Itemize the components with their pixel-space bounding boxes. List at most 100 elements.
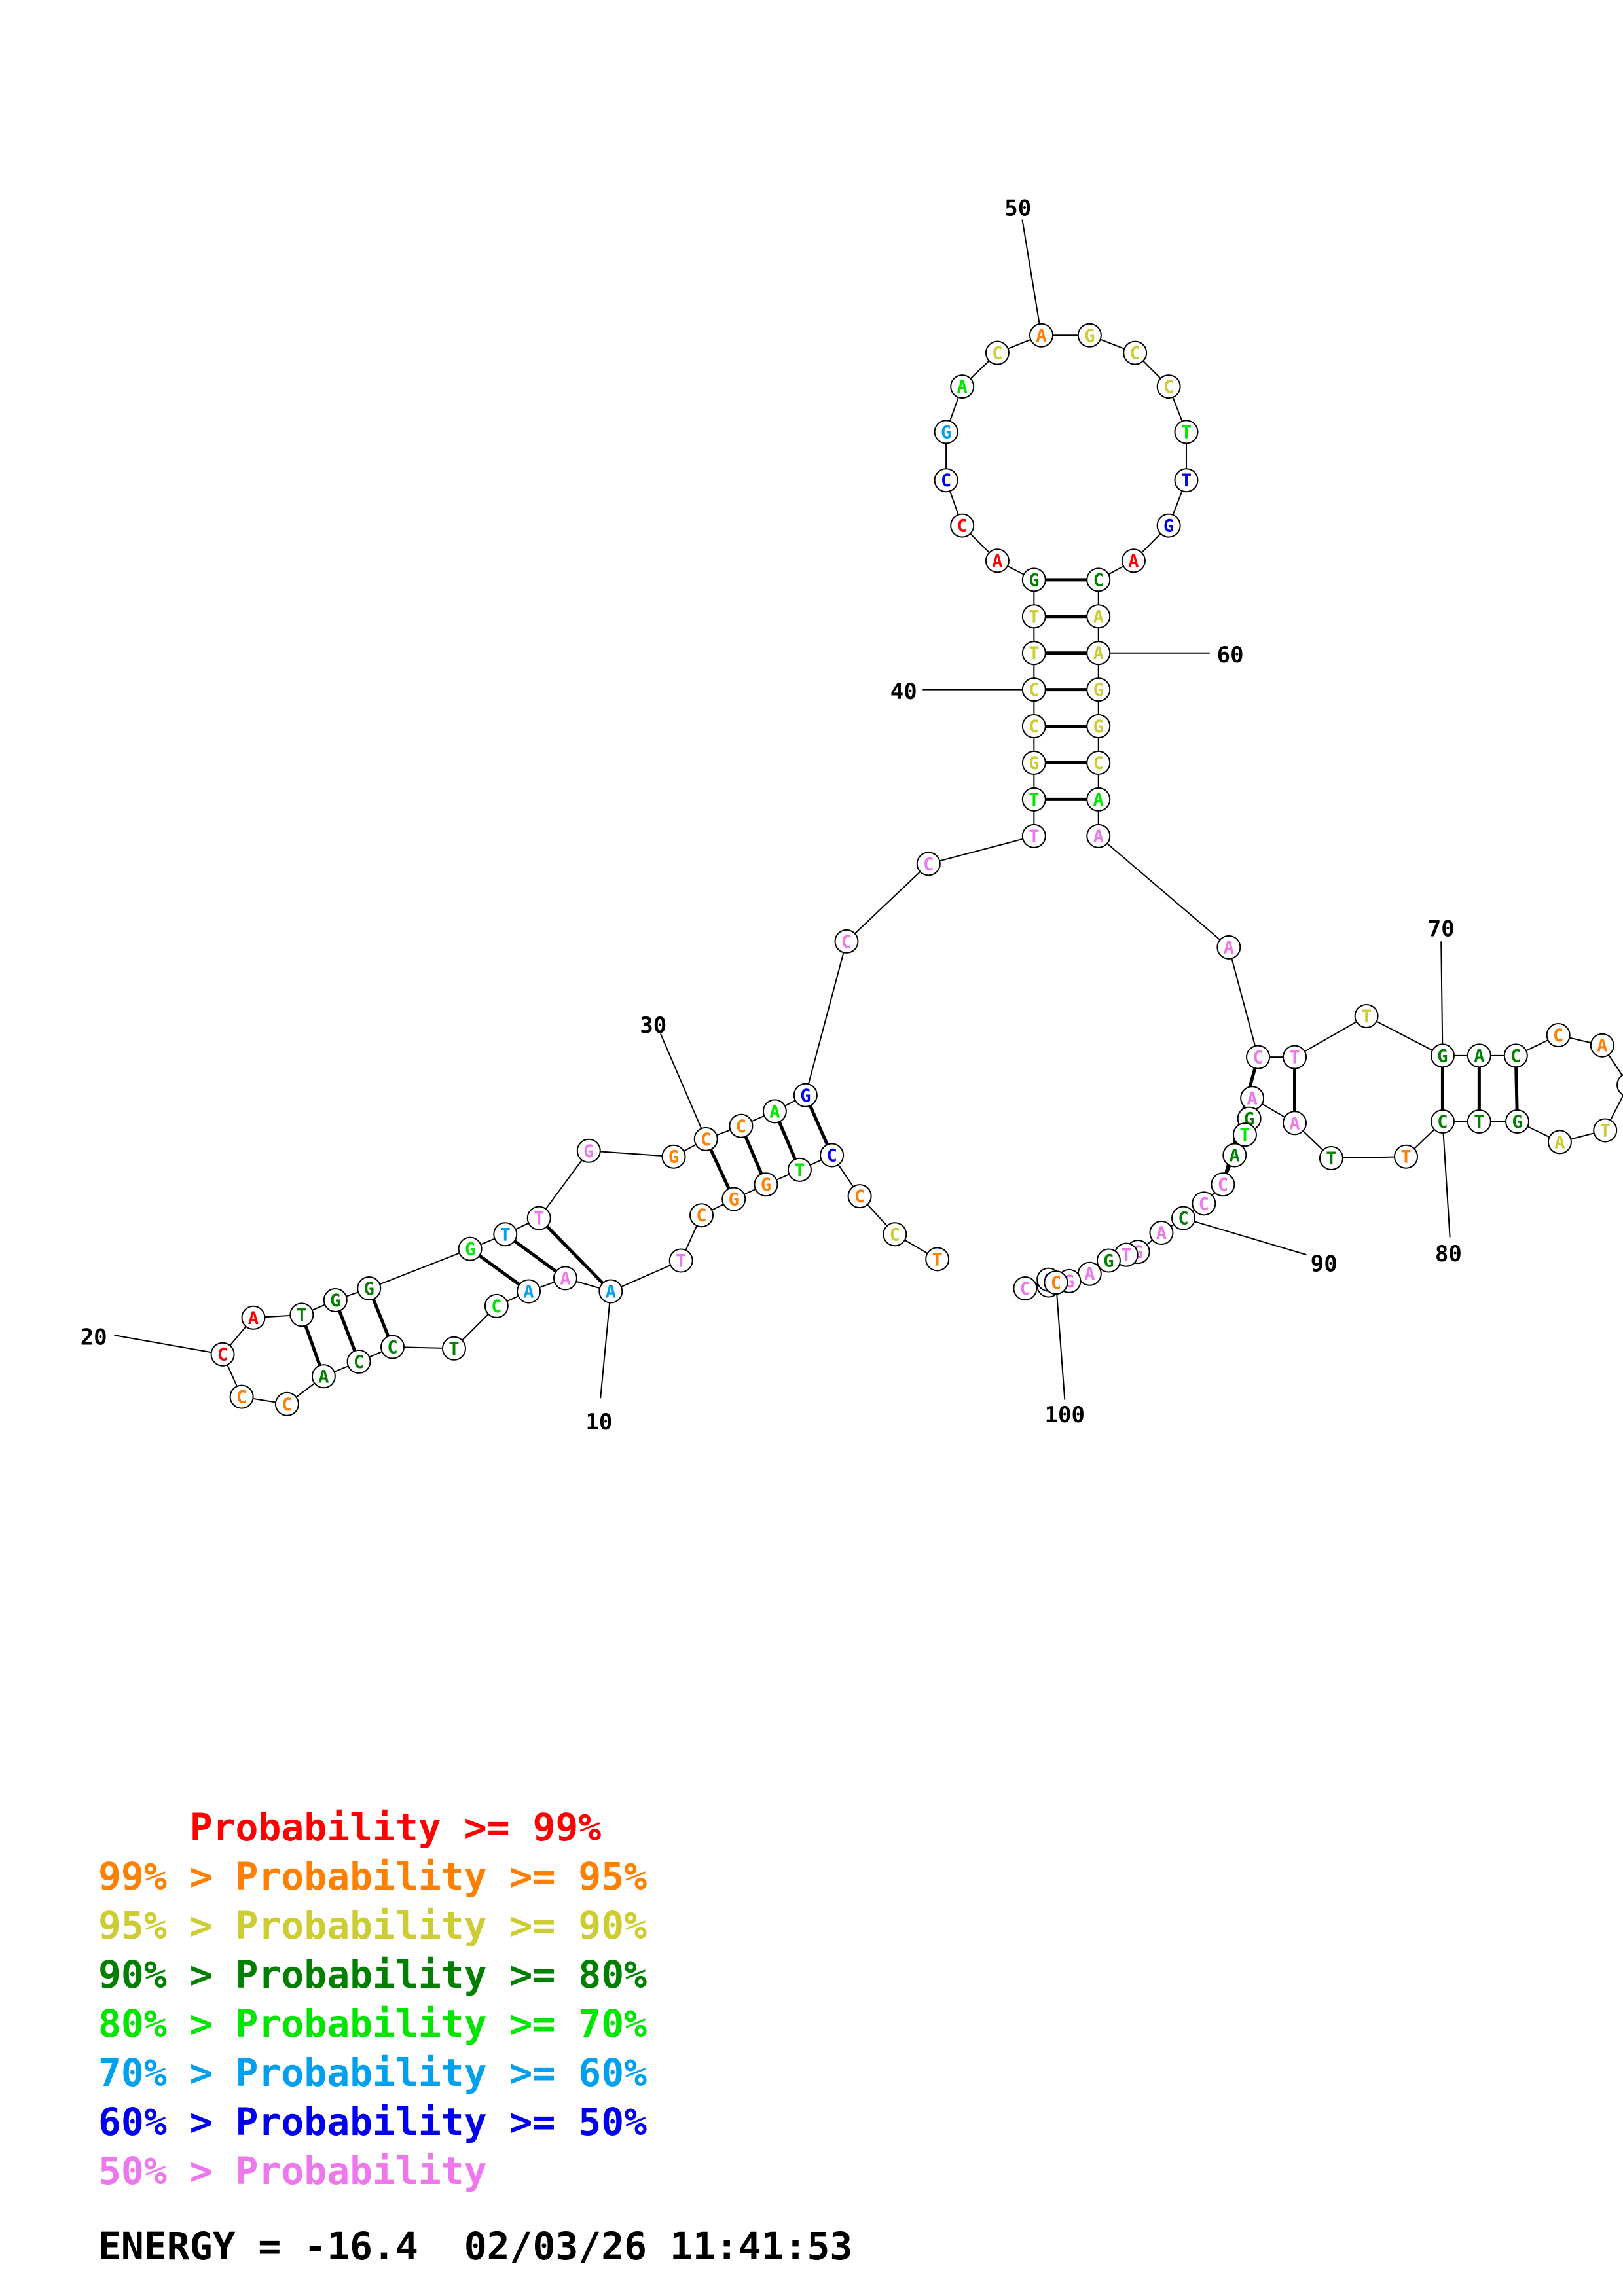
nucleotide-base: C — [282, 1395, 292, 1415]
nucleotide-base: G — [330, 1291, 340, 1311]
nucleotide: C — [820, 1143, 845, 1168]
legend-row: 95% > Probability >= 90% — [98, 1901, 647, 1950]
position-label: 60 — [1217, 642, 1244, 668]
nucleotide-base: A — [1084, 1265, 1095, 1285]
nucleotide: T — [1593, 1118, 1618, 1143]
nucleotide: T — [1021, 641, 1046, 666]
nucleotide: A — [553, 1266, 577, 1291]
nucleotide: C — [883, 1222, 907, 1247]
legend-row: 90% > Probability >= 80% — [98, 1950, 647, 2000]
probability-legend: Probability >= 99%99% > Probability >= 9… — [98, 1803, 647, 2196]
nucleotide: T — [1319, 1145, 1343, 1170]
legend-prefix: 50% > — [98, 2149, 236, 2193]
nucleotide: A — [1086, 787, 1111, 812]
nucleotide: T — [1021, 787, 1046, 812]
nucleotide: T — [1467, 1109, 1491, 1134]
nucleotide-base: G — [941, 422, 951, 442]
nucleotide: C — [229, 1384, 254, 1409]
nucleotide-base: C — [1051, 1273, 1061, 1293]
legend-prefix: 90% > — [98, 1952, 236, 1997]
nucleotide-base: T — [500, 1225, 511, 1245]
position-label-ticks — [114, 219, 1451, 1400]
nucleotide-base: C — [1029, 680, 1039, 700]
legend-text: Probability >= 99% — [189, 1805, 602, 1850]
nucleotide-base: A — [1093, 827, 1104, 847]
nucleotide: T — [1232, 1122, 1257, 1147]
nucleotide: C — [1044, 1270, 1068, 1295]
nucleotide: C — [1086, 750, 1111, 775]
nucleotide-base: C — [736, 1117, 746, 1137]
nucleotide: T — [441, 1336, 466, 1361]
nucleotide-base: A — [1156, 1223, 1167, 1244]
nucleotide: G — [1021, 750, 1046, 775]
nucleotide: C — [1171, 1206, 1195, 1230]
nucleotide-base: T — [1029, 827, 1039, 847]
nucleotide-base: A — [1554, 1132, 1565, 1153]
legend-text: Probability >= 95% — [235, 1854, 647, 1899]
nucleotide-base: A — [1247, 1088, 1258, 1109]
position-tick — [114, 1335, 223, 1355]
nucleotide: C — [916, 852, 941, 876]
position-label: 40 — [890, 679, 917, 705]
nucleotide: T — [526, 1206, 551, 1230]
nucleotide: A — [985, 548, 1010, 573]
nucleotide-base: T — [1181, 471, 1192, 491]
nucleotide-base: A — [606, 1282, 616, 1302]
nucleotide-base: C — [387, 1338, 397, 1358]
nucleotide: A — [598, 1279, 623, 1304]
legend-prefix: 60% > — [98, 2100, 236, 2144]
legend-text: Probability >= 80% — [235, 1952, 647, 1997]
nucleotide: C — [985, 340, 1010, 365]
nucleotide: C — [1123, 340, 1148, 365]
nucleotide: A — [1077, 1261, 1102, 1286]
nucleotide-base: A — [1093, 607, 1104, 627]
nucleotide: T — [668, 1248, 693, 1273]
position-tick — [1442, 1121, 1451, 1238]
nucleotide-base: C — [1093, 753, 1104, 774]
nucleotide-base: A — [1597, 1036, 1607, 1056]
nucleotide-base: T — [1474, 1112, 1484, 1132]
base-pair — [504, 1232, 566, 1280]
nucleotide: A — [950, 374, 975, 399]
legend-prefix: 80% > — [98, 2001, 236, 2046]
nucleotide-base: C — [491, 1297, 501, 1317]
energy-line: ENERGY = -16.4 02/03/26 11:41:53 — [98, 2224, 853, 2269]
legend-row: 50% > Probability — [98, 2147, 647, 2196]
nucleotide-base: T — [1181, 422, 1192, 442]
nucleotide: G — [1430, 1043, 1455, 1068]
backbone-segment — [589, 1150, 674, 1158]
nucleotide: T — [1283, 1045, 1307, 1069]
nucleotide-base: A — [992, 551, 1002, 571]
nucleotide-base: T — [1326, 1149, 1336, 1169]
backbone-segment — [1098, 835, 1230, 948]
nucleotide-base: C — [1510, 1046, 1521, 1066]
nucleotide-base: T — [534, 1209, 544, 1229]
legend-prefix: 70% > — [98, 2051, 236, 2095]
nucleotide: G — [793, 1083, 818, 1107]
nucleotide-base: G — [1093, 717, 1104, 737]
nucleotide: C — [1546, 1023, 1571, 1048]
nucleotide: T — [1354, 1003, 1379, 1028]
nucleotide: C — [693, 1126, 718, 1151]
nucleotide: A — [1086, 823, 1111, 848]
nucleotide: C — [380, 1335, 405, 1359]
nucleotide-base: G — [364, 1279, 374, 1299]
nucleotide-base: C — [1437, 1112, 1448, 1132]
nucleotide: G — [1086, 714, 1111, 739]
nucleotide-base: T — [1029, 607, 1039, 627]
base-pair — [538, 1217, 612, 1293]
position-label: 70 — [1428, 916, 1455, 942]
nucleotide-base: C — [854, 1187, 865, 1207]
nucleotide-base: T — [1029, 790, 1039, 810]
nucleotide: C — [484, 1293, 509, 1318]
nucleotide-base: C — [354, 1352, 364, 1372]
nucleotide: A — [241, 1305, 266, 1330]
backbone-segment — [805, 941, 847, 1096]
nucleotide-base: G — [800, 1086, 811, 1106]
nucleotide-base: G — [668, 1147, 679, 1168]
nucleotide-base: G — [1512, 1112, 1522, 1132]
nucleotide: C — [274, 1391, 299, 1416]
nucleotide: C — [346, 1349, 371, 1374]
